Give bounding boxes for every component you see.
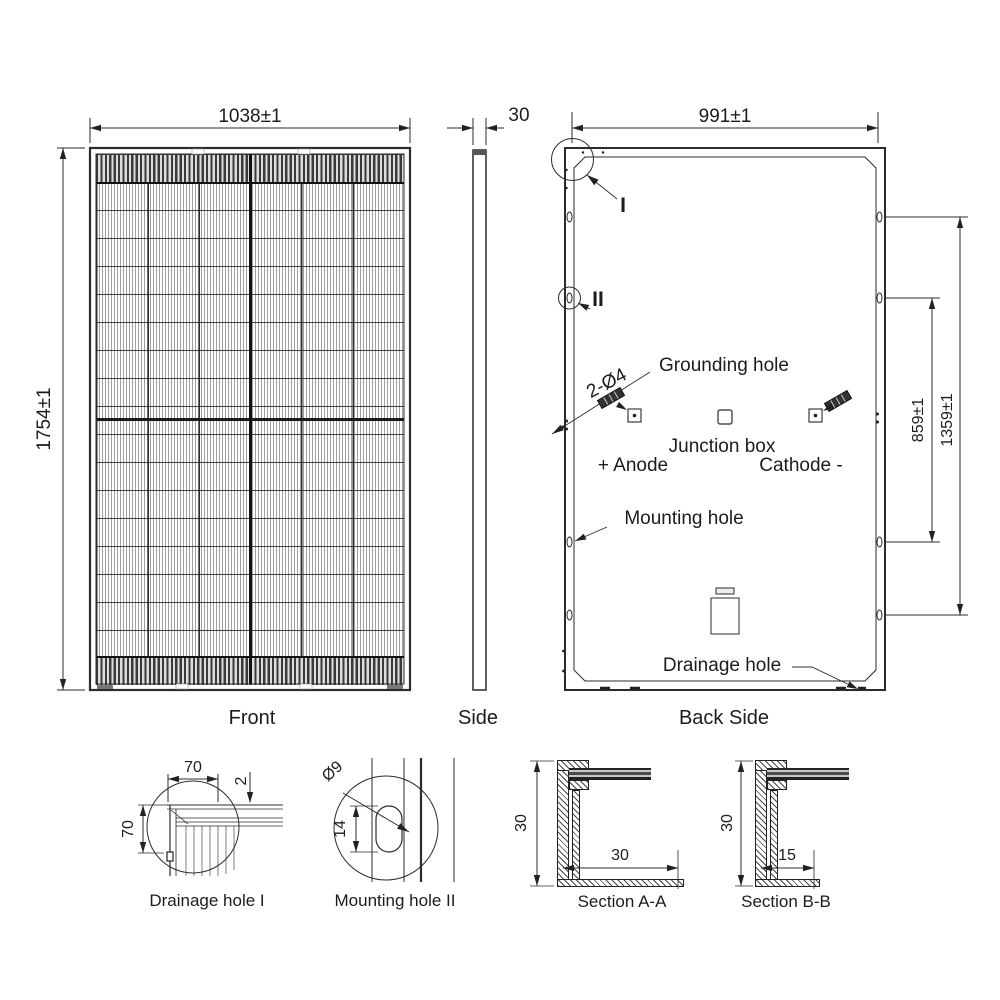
front-view-caption: Front: [228, 707, 276, 729]
cathode-connector: [808, 389, 853, 423]
detail-mounting-hole: [333, 758, 455, 882]
anode-label: + Anode: [597, 455, 669, 476]
detail-marker-ii-text: II: [592, 288, 604, 311]
grounding-hole-label: Grounding hole: [659, 355, 789, 376]
junction-box-symbol: [717, 409, 733, 425]
detail-drainage-hole: [138, 772, 283, 876]
mounting-detail-caption: Mounting hole II: [334, 891, 456, 910]
drainage-detail-height-dim-text: 70: [120, 820, 137, 838]
front-dimension-lines: [57, 118, 411, 691]
mounting-detail-length-dim-text: 14: [332, 820, 349, 838]
front-panel-center-column-line: [249, 154, 252, 684]
side-view-caption: Side: [457, 707, 499, 729]
front-width-dimension-text: 1038±1: [218, 106, 282, 127]
back-width-dimension: [571, 112, 879, 143]
side-thickness-dimension-text: 30: [508, 105, 530, 126]
nameplate: [710, 587, 740, 635]
detail-marker-i-text: I: [620, 194, 626, 217]
anode-connector: [596, 386, 642, 423]
back-hole-span-dimensions: [884, 216, 968, 616]
side-view-profile: [472, 149, 487, 691]
section-aa-caption: Section A-A: [577, 892, 667, 911]
section-aa-flange-dim-text: 30: [611, 847, 629, 864]
back-width-dimension-text: 991±1: [698, 106, 752, 127]
section-aa-bottom-flange: [557, 879, 684, 887]
section-bb-lip: [767, 780, 787, 790]
junction-box-label: Junction box: [668, 436, 776, 457]
drainage-detail-caption: Drainage hole I: [149, 891, 265, 910]
section-aa-lip: [569, 780, 589, 790]
section-bb-outer-wall: [755, 760, 767, 887]
drainage-detail-edge-dim-text: 2: [233, 776, 250, 786]
front-view-frame: [88, 146, 412, 692]
section-bb-height-dim-text: 30: [719, 814, 736, 832]
back-mounting-span-dim-text: 859±1: [910, 397, 927, 443]
drainage-hole-leader: [792, 666, 858, 689]
drainage-hole-label: Drainage hole: [662, 655, 782, 676]
detail-circle-i: [551, 138, 618, 200]
cathode-label: Cathode -: [759, 455, 843, 476]
back-outer-span-dim-text: 1359±1: [939, 393, 956, 447]
section-bb-bottom-flange: [755, 879, 820, 887]
mounting-hole-leader: [574, 526, 608, 542]
section-bb-dimensions: [735, 760, 815, 889]
back-view-frame: [562, 147, 886, 691]
front-height-dimension-text: 1754±1: [34, 387, 55, 451]
mounting-hole-label: Mounting hole: [624, 508, 744, 529]
section-bb-flange-dim-text: 15: [778, 847, 796, 864]
back-view-caption: Back Side: [678, 707, 770, 729]
side-dimension-lines: [447, 118, 504, 145]
section-aa-height-dim-text: 30: [513, 814, 530, 832]
section-aa-dimensions: [530, 760, 679, 889]
section-aa-glass-laminate: [569, 768, 651, 780]
drainage-detail-width-dim-text: 70: [184, 759, 202, 776]
detail-circle-ii: [558, 286, 591, 311]
section-bb-caption: Section B-B: [741, 892, 831, 911]
section-bb-glass-laminate: [767, 768, 849, 780]
